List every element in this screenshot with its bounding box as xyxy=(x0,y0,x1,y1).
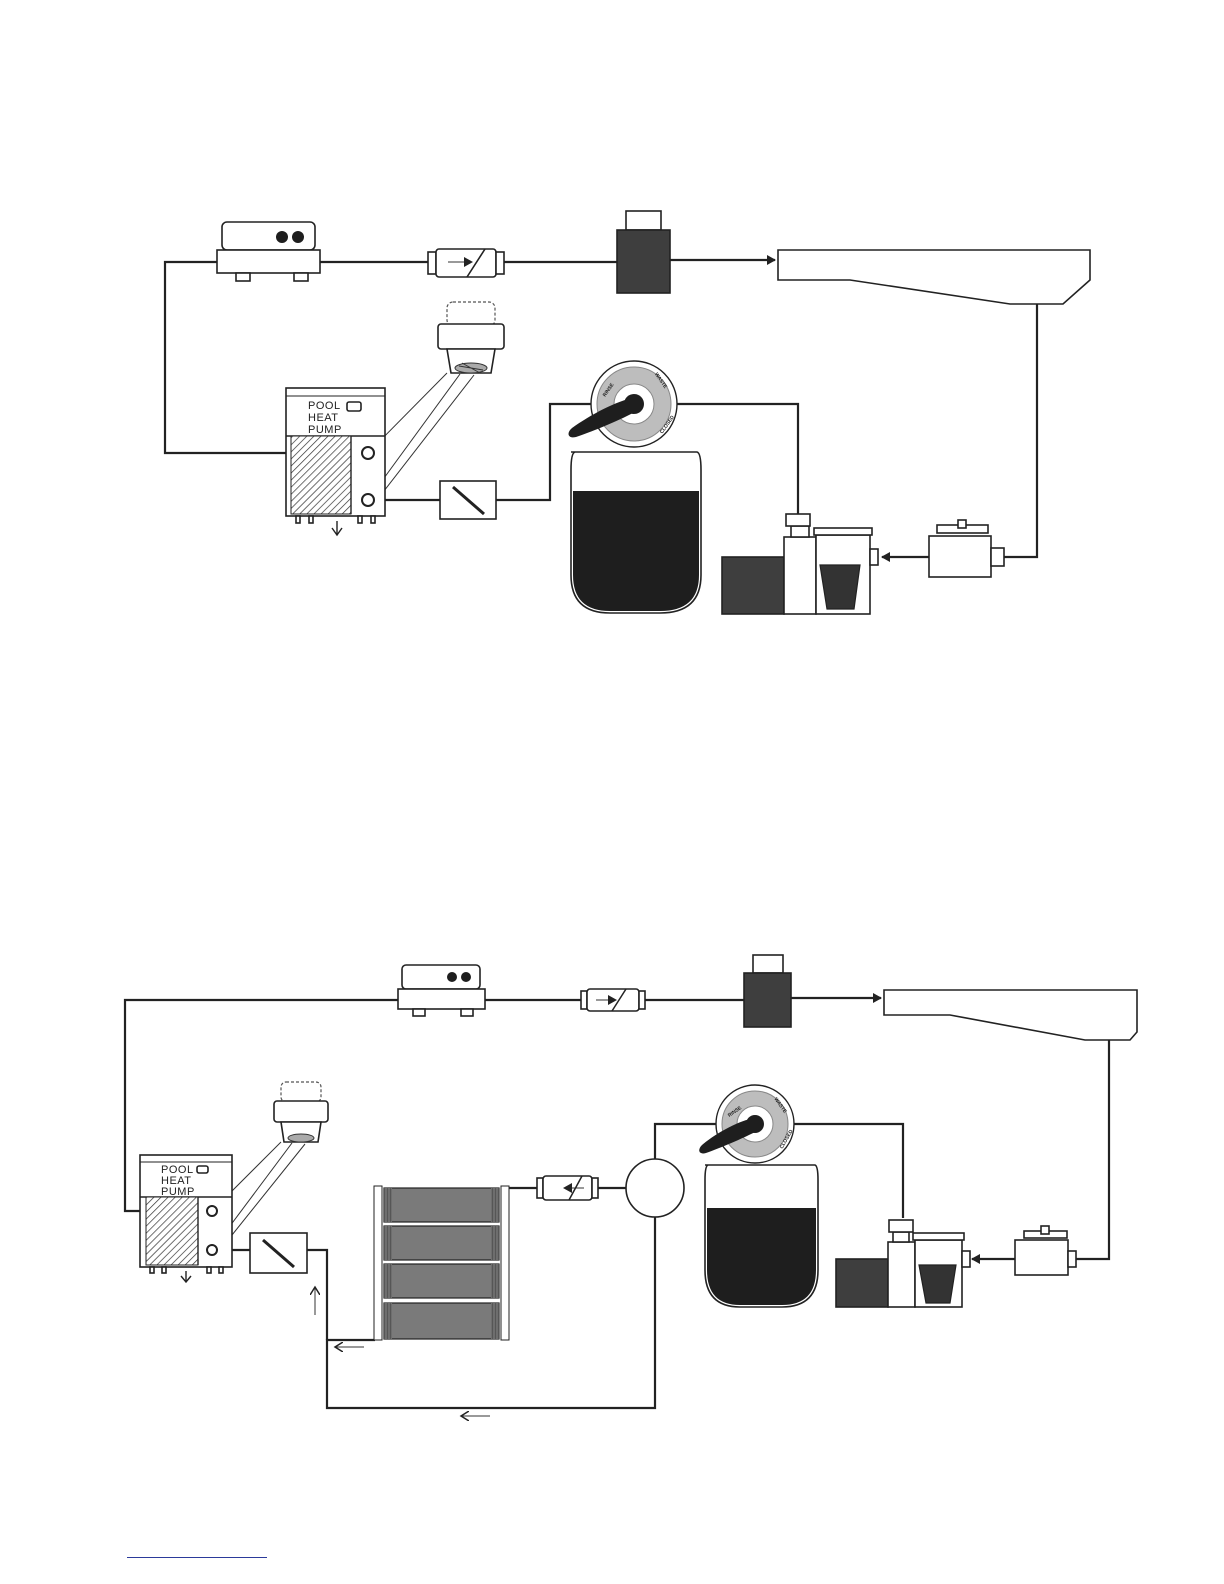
solar-check-valve xyxy=(537,1176,598,1200)
bypass-valve xyxy=(250,1233,307,1273)
inlet-valve xyxy=(929,520,1004,577)
heat-pump: POOL HEAT PUMP xyxy=(140,1155,232,1282)
salt-chlorinator xyxy=(398,965,485,1016)
piping-bottom xyxy=(125,998,1109,1408)
bypass-valve xyxy=(440,481,496,519)
swimming-pool xyxy=(884,990,1137,1040)
footer-link-underline[interactable] xyxy=(127,1557,267,1558)
inlet-valve xyxy=(1015,1226,1076,1275)
chemical-feeder xyxy=(617,211,670,293)
check-valve xyxy=(428,249,504,277)
check-valve xyxy=(581,989,645,1011)
swimming-pool xyxy=(778,250,1090,304)
sand-filter: RINSE WASTE CLOSED xyxy=(699,1085,818,1307)
heat-pump-label-line3: PUMP xyxy=(308,424,342,436)
solar-collectors xyxy=(374,1186,509,1340)
pool-pump xyxy=(836,1220,970,1307)
heat-pump-label-line1: POOL xyxy=(308,400,341,412)
pool-pump xyxy=(722,514,878,614)
diagram-top: POOL HEAT PUMP RINSE WAST xyxy=(165,211,1090,614)
diagram-bottom: POOL HEAT PUMP xyxy=(125,955,1137,1416)
sand-filter: RINSE WASTE CLOSED xyxy=(569,361,701,613)
salt-chlorinator xyxy=(217,222,320,281)
heat-pump-label-line2: HEAT xyxy=(308,412,339,424)
chemical-feeder xyxy=(744,955,791,1027)
heat-pump-label-line3: PUMP xyxy=(161,1186,195,1198)
heat-pump: POOL HEAT PUMP xyxy=(286,388,385,535)
union-fitting xyxy=(368,302,504,500)
diverter-valve xyxy=(626,1159,684,1217)
